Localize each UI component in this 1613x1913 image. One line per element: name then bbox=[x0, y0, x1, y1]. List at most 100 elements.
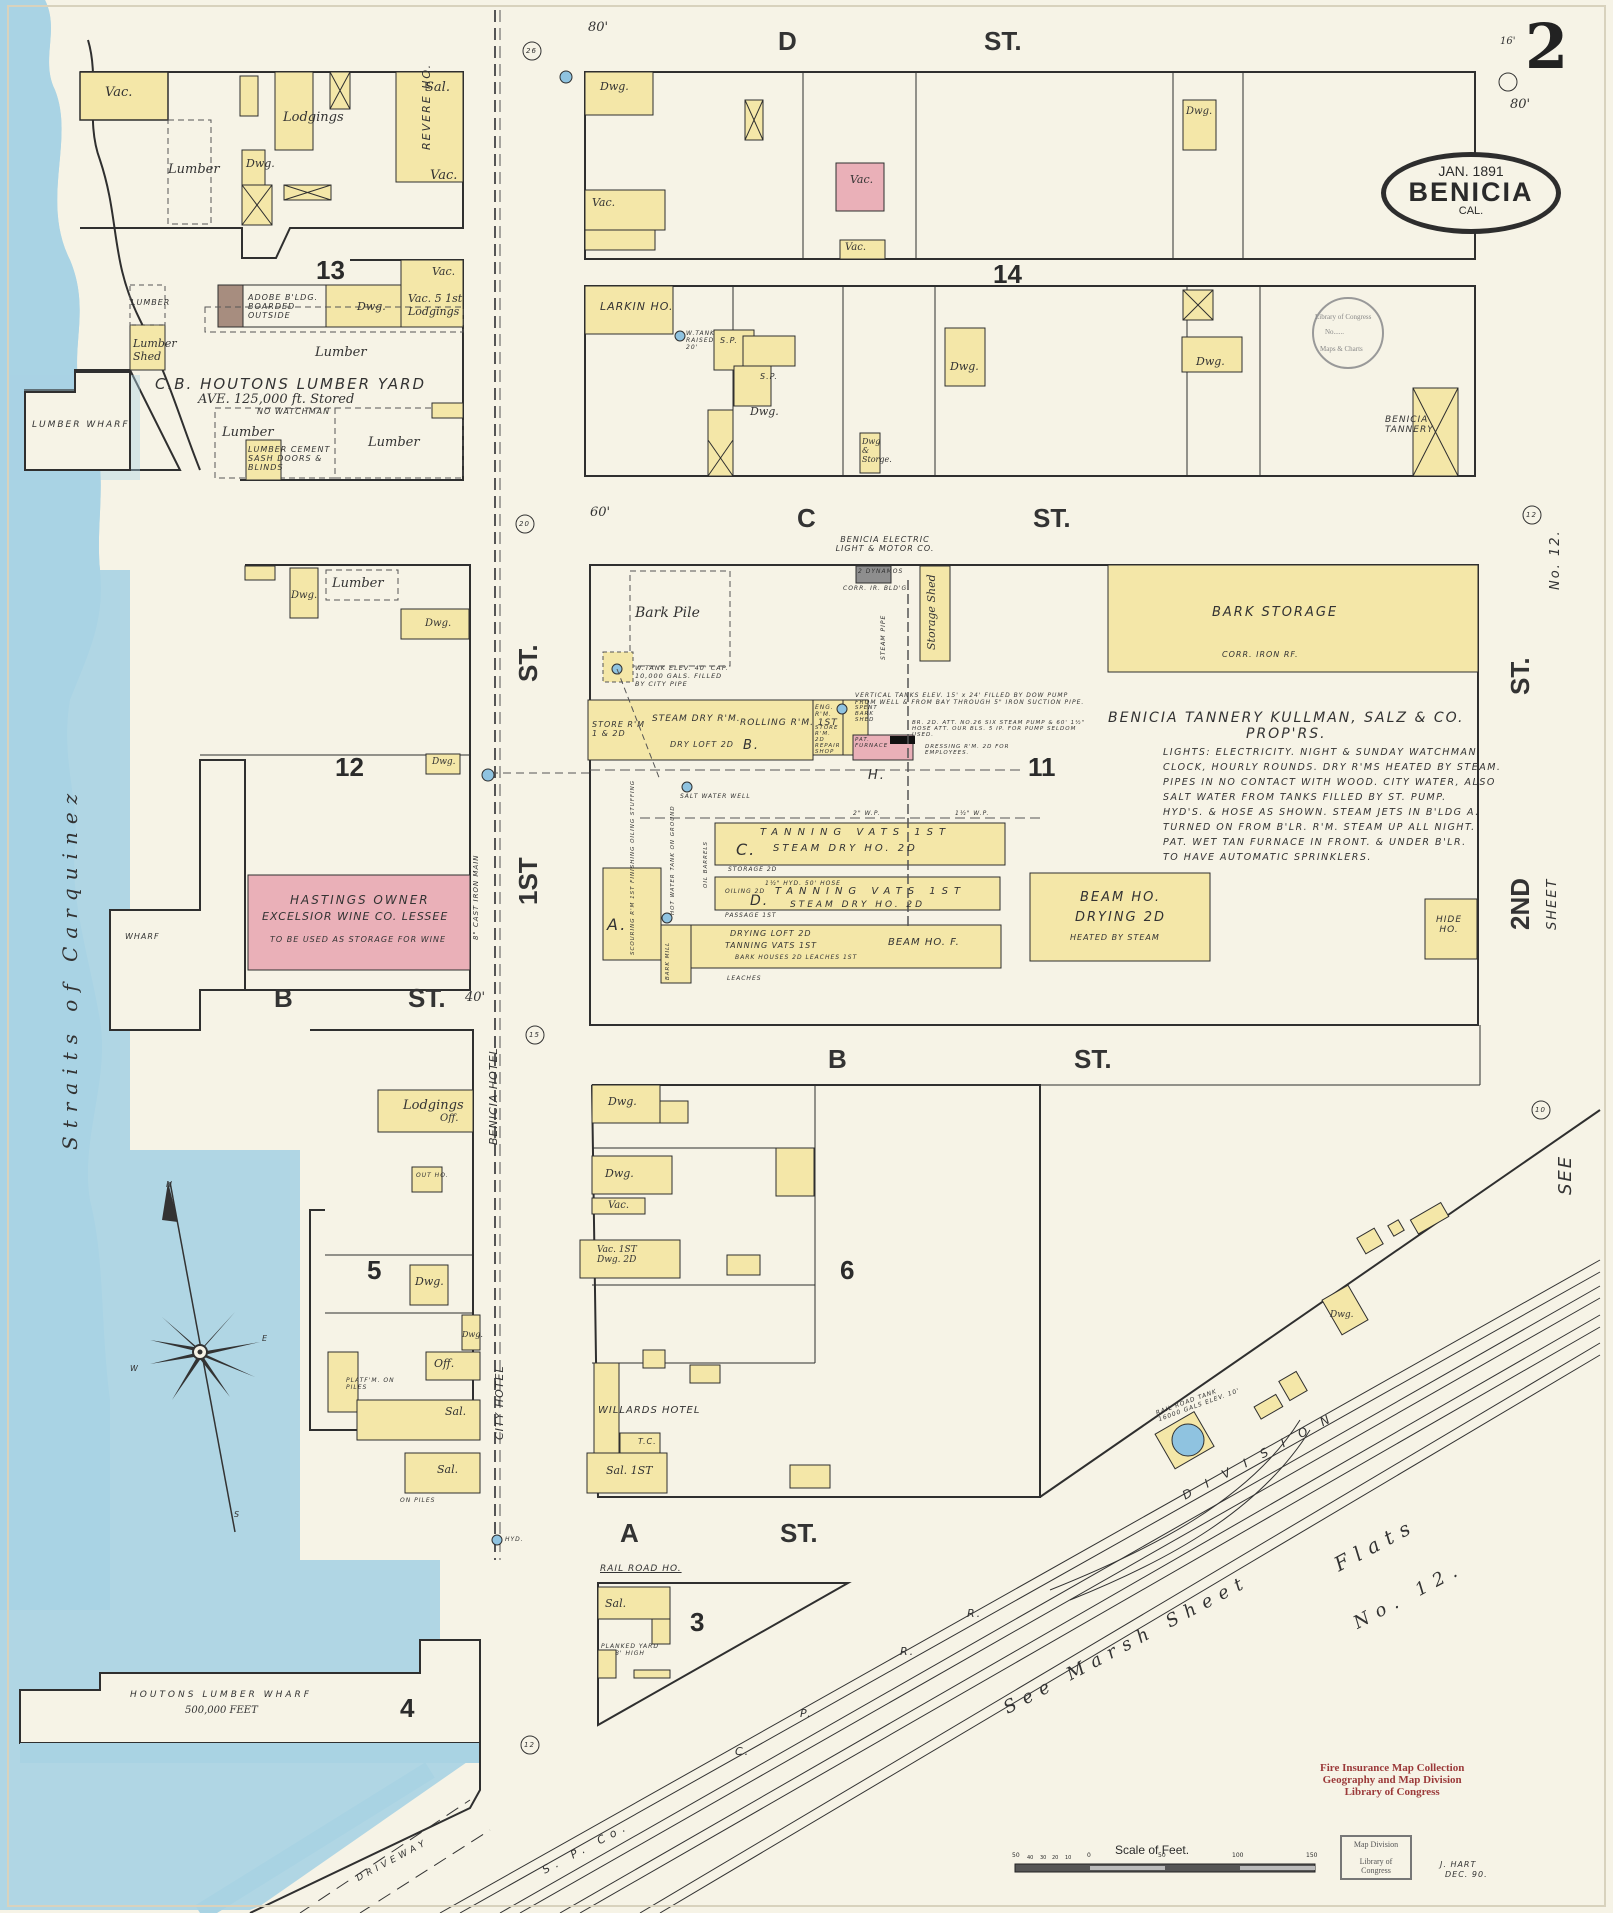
vac-pink: Vac. bbox=[850, 173, 874, 186]
dwg-12c: Dwg. bbox=[432, 757, 456, 767]
benicia-hotel: BENICIA HOTEL bbox=[487, 1047, 500, 1145]
scale-tick: 10 bbox=[1065, 1855, 1072, 1861]
sal-6: Sal. 1ST bbox=[606, 1464, 653, 1477]
railroad-tracks bbox=[439, 1259, 1601, 1913]
round-stamp-no: No...... bbox=[1325, 328, 1345, 336]
on-piles: ON PILES bbox=[400, 1497, 436, 1504]
sheet-label: SHEET bbox=[1545, 877, 1560, 930]
wine-storage: TO BE USED AS STORAGE FOR WINE bbox=[270, 935, 446, 944]
dwg-12a: Dwg. bbox=[291, 590, 318, 601]
water-shore-band bbox=[0, 0, 480, 1910]
block-5: 5 bbox=[367, 1255, 382, 1285]
tannery-note-line: HYD'S. & HOSE AS SHOWN. STEAM JETS IN B'… bbox=[1163, 807, 1480, 818]
street-a-st-a: A bbox=[620, 1518, 639, 1548]
off-5: Off. bbox=[440, 1113, 459, 1124]
scale-title: Scale of Feet. bbox=[1115, 1843, 1190, 1857]
building-h: H. bbox=[868, 768, 886, 783]
cast-iron-main: 8" CAST IRON MAIN bbox=[472, 854, 480, 940]
drying-loft: DRYING LOFT 2D bbox=[730, 929, 812, 938]
sal-3: Sal. bbox=[605, 1597, 627, 1610]
hydrant-50-hose: 1½" HYD. 50' HOSE bbox=[765, 880, 841, 887]
building-a: A. bbox=[607, 915, 628, 934]
lumber-label-2: Lumber bbox=[315, 345, 367, 360]
scale-tick: 50 bbox=[1158, 1852, 1166, 1859]
strait-label: Straits of Carquinez bbox=[58, 785, 82, 1150]
w-tank-raised: W.TANK RAISED 20' bbox=[686, 330, 715, 351]
block-13: 13 bbox=[316, 255, 345, 285]
street-2nd-label: 2ND bbox=[1505, 877, 1535, 930]
sal-5b: Sal. bbox=[437, 1463, 459, 1476]
rolling-room: ROLLING R'M. 1ST bbox=[740, 718, 838, 728]
compass-n: N bbox=[166, 1180, 173, 1189]
dwg-tc-14: Dwg. bbox=[1196, 355, 1225, 368]
oil-barrels: OIL BARRELS bbox=[703, 841, 709, 888]
wharf-label: WHARF bbox=[125, 932, 160, 941]
see-label: SEE bbox=[1555, 1154, 1576, 1195]
lumber-label-3: Lumber bbox=[222, 425, 274, 440]
hastings-owner: HASTINGS OWNER bbox=[290, 893, 430, 907]
houtons-yard-sub: AVE. 125,000 ft. Stored bbox=[198, 392, 355, 407]
no-watchman: NO WATCHMAN bbox=[257, 407, 331, 416]
block-4: 4 bbox=[400, 1693, 415, 1723]
street-2nd-st-label: ST. bbox=[1505, 657, 1535, 695]
map-division-stamp: Map Division Library of Congress bbox=[1340, 1835, 1412, 1880]
bark-storage: BARK STORAGE bbox=[1212, 605, 1339, 620]
round-stamp-maps: Maps & Charts bbox=[1320, 345, 1363, 353]
circle-number: 10 bbox=[1535, 1106, 1546, 1114]
steam-dry-room: STEAM DRY R'M. bbox=[652, 714, 741, 724]
building-c: C. bbox=[736, 840, 757, 859]
first-st-width: 60' bbox=[590, 505, 611, 520]
sp-label-2: S.P. bbox=[760, 372, 778, 381]
tannery-note-line: PIPES IN NO CONTACT WITH WOOD. CITY WATE… bbox=[1163, 777, 1496, 788]
stamp-line: Fire Insurance Map Collection bbox=[1320, 1762, 1465, 1774]
street-b-west-b: B bbox=[274, 983, 293, 1013]
first-st-width: 80' bbox=[588, 20, 609, 35]
tannery-note-line: TURNED ON FROM B'LR. R'M. STEAM UP ALL N… bbox=[1163, 822, 1476, 833]
lumber-12: Lumber bbox=[332, 576, 384, 591]
vac-sc: Vac. bbox=[592, 196, 616, 209]
tannery-note-line: CLOCK, HOURLY ROUNDS. DRY R'MS HEATED BY… bbox=[1163, 762, 1502, 773]
vac-6: Vac. bbox=[608, 1200, 630, 1211]
lumber-wharf-label: LUMBER WHARF bbox=[32, 420, 130, 430]
tanning-vats-c: TANNING VATS 1ST bbox=[760, 827, 952, 838]
dwg-12b: Dwg. bbox=[425, 618, 452, 629]
hot-water-tank: HOT WATER TANK ON GROUND bbox=[670, 805, 676, 915]
compass-rose bbox=[150, 1181, 260, 1533]
dwg-d: Dwg. bbox=[600, 80, 629, 93]
dwg-6b: Dwg. bbox=[605, 1167, 634, 1180]
tannery-note-line: SALT WATER FROM TANKS FILLED BY ST. PUMP… bbox=[1163, 792, 1447, 803]
lumber-cement-office: LUMBER CEMENT SASH DOORS & BLINDS bbox=[248, 445, 331, 472]
dwg-6a: Dwg. bbox=[608, 1095, 637, 1108]
salt-water-well: SALT WATER WELL bbox=[680, 793, 751, 800]
title-cartouche: JAN. 1891 BENICIA CAL. bbox=[1381, 152, 1561, 234]
water-tank-note: W.TANK ELEV. 40' CAP. 10,000 GALS. FILLE… bbox=[635, 664, 729, 688]
hide-house: HIDE HO. bbox=[1435, 915, 1463, 935]
loc-round-stamp bbox=[1312, 297, 1384, 369]
block-14: 14 bbox=[993, 259, 1022, 289]
street-b-west-st: ST. bbox=[408, 983, 446, 1013]
tannery-title: BENICIA TANNERY KULLMAN, SALZ & CO. bbox=[1108, 710, 1465, 726]
electric-co: BENICIA ELECTRIC LIGHT & MOTOR CO. bbox=[835, 535, 935, 553]
vac-top-label: Vac. bbox=[105, 85, 133, 100]
willards-hotel: WILLARDS HOTEL bbox=[598, 1405, 701, 1416]
tannery-note-line: TO HAVE AUTOMATIC SPRINKLERS. bbox=[1163, 852, 1372, 863]
block-6: 6 bbox=[840, 1255, 855, 1285]
pat-furnace: PAT. FURNACE bbox=[855, 737, 889, 749]
surveyor-date: DEC. 90. bbox=[1445, 1870, 1488, 1879]
dwg-13: Dwg. bbox=[246, 157, 275, 170]
spent-bark-shed: SPENT BARK SHED bbox=[855, 705, 878, 723]
engine-room: ENG. R'M. bbox=[815, 704, 834, 718]
city-hotel: CITY HOTEL bbox=[493, 1365, 506, 1440]
water-pipe-1-5in: 1½" W.P. bbox=[955, 810, 990, 817]
cpr-r2: R. bbox=[967, 1607, 983, 1620]
cpr-c: C. bbox=[735, 1745, 751, 1758]
bark-houses: BARK HOUSES 2D LEACHES 1ST bbox=[735, 954, 858, 961]
state-name: CAL. bbox=[1458, 205, 1484, 217]
oiling: OILING 2D bbox=[725, 888, 766, 895]
fire-insurance-stamp: Fire Insurance Map Collection Geography … bbox=[1320, 1762, 1464, 1798]
street-a-st-st: ST. bbox=[780, 1518, 818, 1548]
sheet-width: 80' bbox=[1510, 97, 1531, 112]
larkin-house: LARKIN HO. bbox=[600, 300, 674, 313]
bark-mill: BARK MILL bbox=[665, 941, 671, 980]
block-11: 11 bbox=[1028, 752, 1056, 782]
